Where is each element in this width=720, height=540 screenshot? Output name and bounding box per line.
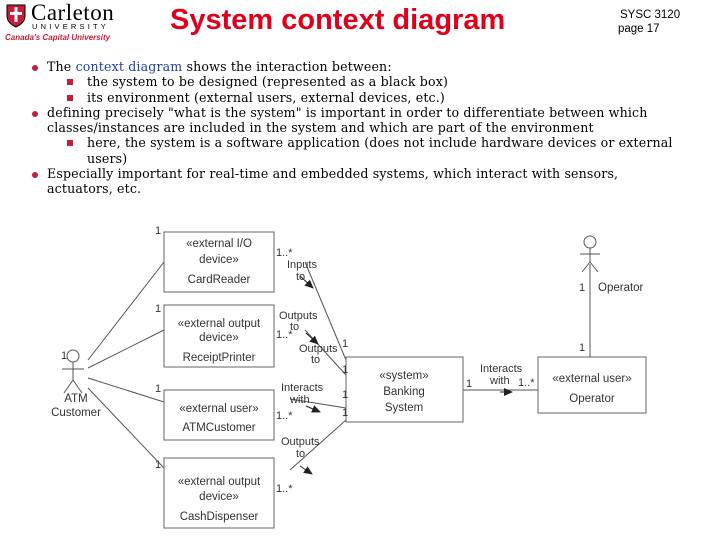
svg-text:1: 1 xyxy=(466,378,472,390)
svg-text:with: with xyxy=(489,375,510,387)
svg-text:«external user»: «external user» xyxy=(552,373,631,385)
multiplicity-labels: 1 1 1 1 1 1..* 1..* 1..* 1..* 1 1 1 1 1 … xyxy=(61,225,585,495)
bullet-3: Especially important for real-time and e… xyxy=(10,166,667,197)
svg-text:with: with xyxy=(289,394,310,406)
svg-text:1: 1 xyxy=(342,389,348,401)
svg-text:System: System xyxy=(385,402,423,414)
role-labels: Inputs to Outputs to Outputs to Interact… xyxy=(279,259,523,460)
box-receipt-printer: «external output device» ReceiptPrinter xyxy=(163,304,275,368)
svg-text:«system»: «system» xyxy=(379,370,428,382)
box-banking-system: «system» Banking System xyxy=(345,356,464,423)
svg-text:1: 1 xyxy=(342,338,348,350)
box-operator: «external user» Operator xyxy=(537,356,647,414)
actor-operator-icon xyxy=(580,235,600,273)
svg-text:1: 1 xyxy=(342,364,348,376)
svg-text:«external output: «external output xyxy=(178,476,261,488)
svg-text:Banking: Banking xyxy=(383,386,425,398)
bullet-dot-icon xyxy=(32,172,38,179)
bullet-square-icon xyxy=(67,79,73,86)
svg-text:1..*: 1..* xyxy=(276,329,293,341)
bullet-list: The context diagram shows the interactio… xyxy=(10,59,710,197)
svg-text:Operator: Operator xyxy=(569,393,615,405)
svg-text:Interacts: Interacts xyxy=(480,363,523,375)
svg-text:Outputs: Outputs xyxy=(299,343,338,355)
svg-text:CashDispenser: CashDispenser xyxy=(180,511,259,523)
page-number: page 17 xyxy=(618,23,660,35)
svg-text:1..*: 1..* xyxy=(276,410,293,422)
svg-text:CardReader: CardReader xyxy=(188,274,251,286)
svg-text:1..*: 1..* xyxy=(276,483,293,495)
logo-university: UNIVERSITY xyxy=(32,22,110,31)
sub-bullet: here, the system is a software applicati… xyxy=(10,135,697,166)
svg-text:Outputs: Outputs xyxy=(281,436,320,448)
svg-text:1..*: 1..* xyxy=(276,247,293,259)
highlighted-term: context diagram xyxy=(75,59,183,74)
sub-bullet: the system to be designed (represented a… xyxy=(10,74,710,89)
bullet-dot-icon xyxy=(32,110,38,117)
actor-atm-customer-icon xyxy=(62,349,84,394)
box-atm-customer: «external user» ATMCustomer xyxy=(163,389,275,441)
bullet-square-icon xyxy=(67,140,73,147)
slide-title: System context diagram xyxy=(170,4,506,36)
svg-text:1: 1 xyxy=(155,303,161,315)
svg-text:to: to xyxy=(290,321,299,333)
svg-text:«external user»: «external user» xyxy=(179,403,258,415)
bullet-dot-icon xyxy=(32,65,38,71)
svg-text:1: 1 xyxy=(155,383,161,395)
svg-text:Inputs: Inputs xyxy=(287,259,317,271)
svg-text:ReceiptPrinter: ReceiptPrinter xyxy=(183,352,256,364)
carleton-logo: Carleton UNIVERSITY Canada's Capital Uni… xyxy=(4,0,144,46)
course-info: SYSC 3120 page 17 xyxy=(618,8,680,36)
actor-customer-label: Customer xyxy=(51,407,101,419)
logo-tagline: Canada's Capital University xyxy=(5,33,111,42)
svg-text:to: to xyxy=(296,271,305,283)
box-cash-dispenser: «external output device» CashDispenser xyxy=(163,457,275,529)
svg-text:Outputs: Outputs xyxy=(279,310,318,322)
actor-atm-label: ATM xyxy=(64,393,87,405)
svg-text:ATMCustomer: ATMCustomer xyxy=(182,422,255,434)
bullet-2: defining precisely "what is the system" … xyxy=(10,105,687,136)
actor-operator-label: Operator xyxy=(598,282,644,294)
bullet-1: The context diagram shows the interactio… xyxy=(10,59,710,74)
svg-text:1: 1 xyxy=(342,407,348,419)
box-cardreader: «external I/O device» CardReader xyxy=(163,231,275,293)
logo-name: Carleton xyxy=(31,0,115,25)
svg-text:1: 1 xyxy=(155,459,161,471)
bullet-square-icon xyxy=(67,94,73,101)
course-code: SYSC 3120 xyxy=(620,9,681,21)
svg-text:Interacts: Interacts xyxy=(281,382,324,394)
svg-text:1: 1 xyxy=(61,350,67,362)
svg-text:device»: device» xyxy=(199,491,239,503)
association-lines xyxy=(87,261,591,471)
svg-text:«external output: «external output xyxy=(178,318,261,330)
svg-text:1: 1 xyxy=(579,342,585,354)
svg-text:1: 1 xyxy=(579,282,585,294)
svg-text:device»: device» xyxy=(199,254,239,266)
svg-text:1..*: 1..* xyxy=(518,377,535,389)
svg-text:to: to xyxy=(311,354,320,366)
svg-text:to: to xyxy=(296,448,305,460)
shield-icon xyxy=(6,4,26,28)
sub-bullet: its environment (external users, externa… xyxy=(10,90,710,105)
svg-text:1: 1 xyxy=(155,225,161,237)
svg-text:«external I/O: «external I/O xyxy=(186,238,252,250)
svg-text:device»: device» xyxy=(199,332,239,344)
role-arrows xyxy=(299,275,513,475)
